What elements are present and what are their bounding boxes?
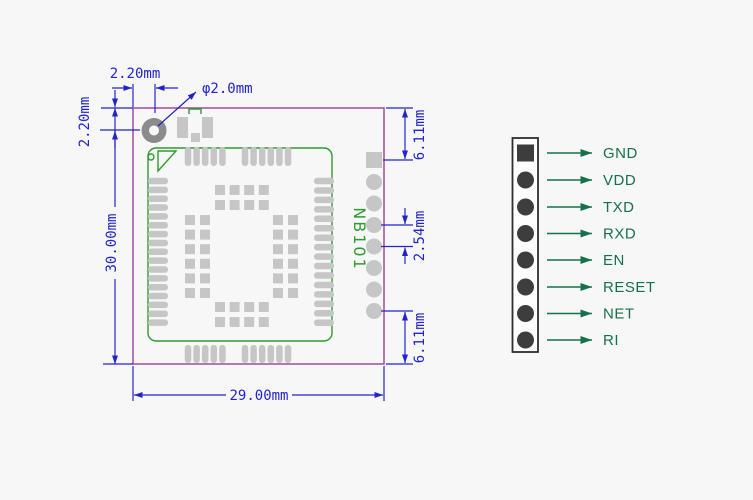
antenna-edge-mark <box>188 108 202 114</box>
pin-pad-4 <box>517 225 534 242</box>
dim-pin-margin-bottom: 6.11mm <box>381 310 428 365</box>
through-hole-pads <box>366 152 382 319</box>
dimension-label: 30.00mm <box>104 213 120 272</box>
pin1-marker-circle <box>147 153 155 161</box>
pinout-legend: GND VDD TXD RXD EN RESET NET RI <box>511 137 656 353</box>
pin-label: RXD <box>603 226 636 243</box>
pin-pad-8 <box>517 331 534 349</box>
th-pad-square <box>366 152 382 168</box>
dim-hole-offset-y: 2.20mm <box>77 90 140 148</box>
pin-pad-2 <box>517 171 534 189</box>
pin1-marker-triangle <box>157 150 178 173</box>
right-pad-row <box>314 177 334 326</box>
pin-label: RI <box>603 332 619 349</box>
pin-label: VDD <box>603 172 636 189</box>
top-pad-row <box>184 147 292 166</box>
pin-pad-5 <box>517 251 534 269</box>
dim-hole-diameter: φ2.0mm <box>157 81 253 127</box>
mounting-hole-bore <box>149 125 159 136</box>
pin-pad-1 <box>517 144 534 162</box>
dim-pin-margin-top: 6.11mm <box>383 107 428 161</box>
dim-pin-pitch: 2.54mm <box>381 208 428 264</box>
leader-line <box>157 91 197 127</box>
bottom-pad-row <box>184 345 292 363</box>
pin-pad-6 <box>517 278 534 296</box>
silkscreen-outline <box>147 147 333 342</box>
dimension-label: 6.11mm <box>412 313 428 364</box>
pin-label: EN <box>603 252 625 269</box>
dim-hole-offset-x: 2.20mm <box>110 66 178 113</box>
pin-pad-3 <box>517 198 534 216</box>
center-pad-grid <box>185 185 298 327</box>
dimension-label: 2.20mm <box>110 66 161 82</box>
pin-pad-7 <box>517 305 534 322</box>
dimension-label: 6.11mm <box>412 110 428 161</box>
dim-board-width: 29.00mm <box>132 366 385 404</box>
pin-label: NET <box>603 306 635 323</box>
dimension-label: 2.20mm <box>77 97 93 148</box>
module-name-label: NB101 <box>350 207 369 270</box>
dimensions: 2.20mm φ2.0mm 2.20mm 30.00mm <box>77 66 428 404</box>
pcb-outline <box>132 107 385 365</box>
left-pad-row <box>148 177 168 326</box>
dim-board-height: 30.00mm <box>103 108 133 365</box>
dimension-label: 2.54mm <box>412 211 428 262</box>
dimension-label: 29.00mm <box>229 388 288 404</box>
antenna-pads <box>177 108 213 142</box>
pin-label: GND <box>603 145 638 162</box>
pcb-module: NB101 <box>132 107 385 365</box>
pin-label: TXD <box>603 199 635 216</box>
pin-label: RESET <box>603 279 656 296</box>
dimension-label: φ2.0mm <box>202 81 253 97</box>
